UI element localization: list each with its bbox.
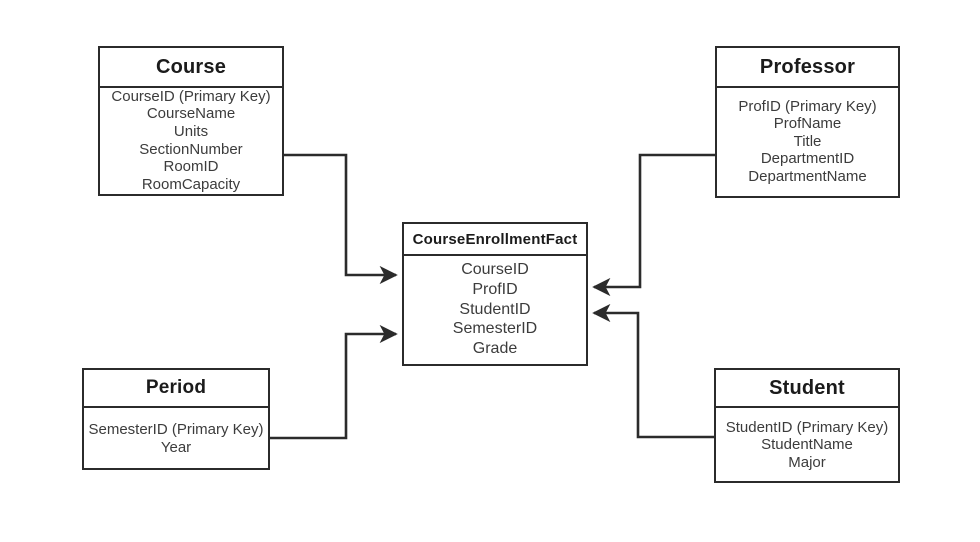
field: RoomCapacity — [141, 175, 241, 193]
field: CourseName — [146, 105, 236, 123]
entity-period-fields: SemesterID (Primary Key) Year — [84, 408, 268, 470]
connector-period-to-fact — [270, 324, 398, 440]
field: Units — [173, 122, 209, 140]
field: DepartmentID — [760, 150, 855, 168]
entity-course-enrollment-fact[interactable]: CourseEnrollmentFact CourseID ProfID Stu… — [402, 222, 588, 366]
entity-professor[interactable]: Professor ProfID (Primary Key) ProfName … — [715, 46, 900, 198]
field: Title — [793, 132, 822, 150]
entity-course-fields: CourseID (Primary Key) CourseName Units … — [100, 88, 282, 194]
field: SemesterID — [452, 320, 538, 338]
field: ProfName — [773, 115, 842, 133]
field: StudentName — [761, 436, 853, 454]
entity-period[interactable]: Period SemesterID (Primary Key) Year — [82, 368, 270, 470]
entity-period-title: Period — [84, 370, 268, 408]
field: DepartmentName — [748, 167, 867, 185]
entity-professor-title: Professor — [717, 48, 898, 88]
field: ProfID (Primary Key) — [738, 97, 877, 115]
entity-professor-fields: ProfID (Primary Key) ProfName Title Depa… — [717, 88, 898, 196]
field: SemesterID (Primary Key) — [88, 420, 264, 438]
field: StudentID — [459, 300, 531, 318]
connector-professor-to-fact — [592, 153, 715, 297]
field: CourseID (Primary Key) — [111, 87, 271, 105]
connector-student-to-fact — [592, 303, 714, 439]
field: Year — [160, 438, 192, 456]
field: SectionNumber — [139, 140, 243, 158]
entity-student[interactable]: Student StudentID (Primary Key) StudentN… — [714, 368, 900, 483]
entity-student-title: Student — [716, 370, 898, 408]
field: RoomID — [163, 158, 219, 176]
entity-fact-title: CourseEnrollmentFact — [404, 224, 586, 256]
field: StudentID (Primary Key) — [725, 418, 889, 436]
field: CourseID — [461, 261, 529, 279]
entity-student-fields: StudentID (Primary Key) StudentName Majo… — [716, 408, 898, 483]
connector-course-to-fact — [284, 153, 398, 285]
entity-fact-fields: CourseID ProfID StudentID SemesterID Gra… — [404, 256, 586, 364]
entity-course-title: Course — [100, 48, 282, 88]
field: Grade — [472, 340, 518, 357]
field: Major — [788, 453, 826, 471]
entity-course[interactable]: Course CourseID (Primary Key) CourseName… — [98, 46, 284, 196]
field: ProfID — [472, 280, 518, 298]
